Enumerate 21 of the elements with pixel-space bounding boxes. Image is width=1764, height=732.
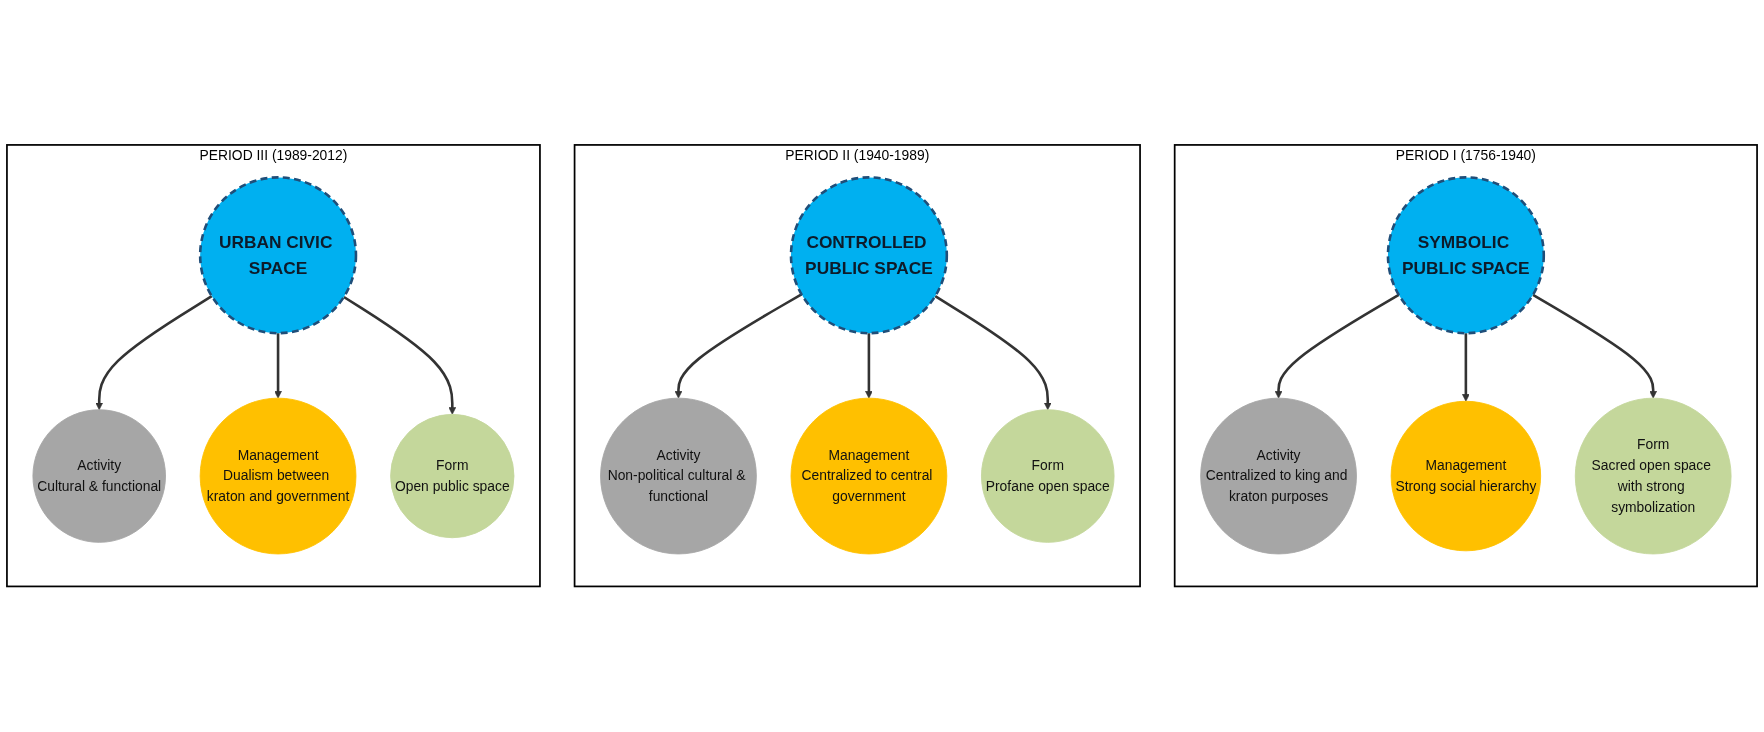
node-circle: Activity Cultural & functional xyxy=(32,409,166,544)
node-circle: Management Dualism between kraton and government xyxy=(199,398,357,555)
arrow xyxy=(343,296,457,416)
node-circle: Management Strong social hierarchy xyxy=(1390,401,1542,552)
arrow xyxy=(95,295,213,411)
arrow xyxy=(1462,333,1470,402)
node-circle: Form Profane open space xyxy=(981,409,1115,544)
arrow xyxy=(934,295,1052,411)
node-circle: Activity Non-political cultural & functional xyxy=(600,398,757,555)
node-circle: Activity Centralized to king and kraton purposes xyxy=(1200,398,1357,555)
node-circle: Form Sacred open space with strong symbolization xyxy=(1574,398,1732,555)
arrow xyxy=(674,293,803,399)
node-circle: Form Open public space xyxy=(390,414,515,539)
arrow xyxy=(1274,294,1400,399)
node-circle: Management Centralized to central government xyxy=(790,398,948,555)
arrow xyxy=(1532,294,1657,399)
node-circle: CONTROLLED PUBLIC SPACE xyxy=(789,176,949,335)
node-circle: SYMBOLIC PUBLIC SPACE xyxy=(1386,176,1546,335)
arrow xyxy=(274,333,282,399)
arrow xyxy=(865,333,873,399)
node-circle: URBAN CIVIC SPACE xyxy=(198,176,358,335)
